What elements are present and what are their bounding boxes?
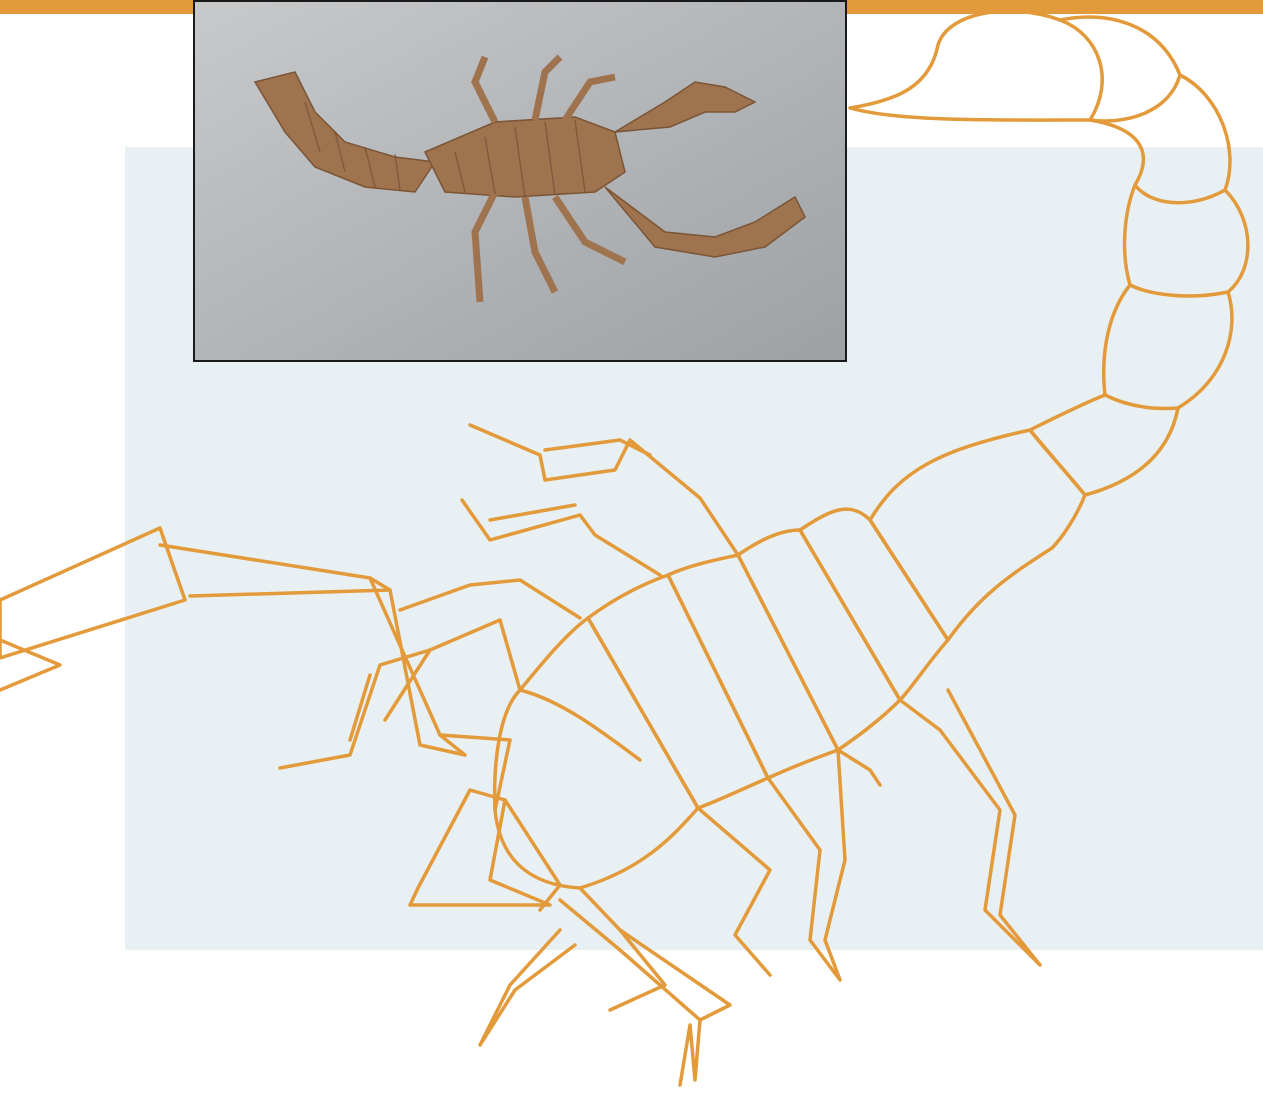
pincer-left-arm — [160, 545, 390, 596]
leg-right-1 — [768, 750, 845, 980]
leg-right-4 — [698, 808, 770, 975]
tail-segment-5 — [1030, 395, 1178, 495]
pincer-right-claw — [410, 790, 550, 905]
carapace — [495, 618, 698, 888]
leg-right-2 — [900, 690, 1040, 965]
leg-front-3 — [680, 1020, 700, 1085]
tail-segment-2 — [1090, 75, 1230, 203]
abdomen-segment-1 — [870, 430, 1085, 640]
pincer-right-arm — [505, 800, 560, 910]
abdomen-segment-3 — [738, 530, 900, 750]
leg-front-2 — [480, 930, 575, 1045]
leg-left-2 — [462, 500, 660, 575]
tail-segment-4 — [1104, 285, 1232, 408]
leg-left-3 — [400, 580, 580, 618]
leg-left-4 — [280, 650, 430, 768]
leg-left-2b — [490, 505, 575, 520]
abdomen-segment-2 — [800, 509, 948, 700]
tail-segment-1 — [1060, 17, 1180, 121]
pincer-left-claw — [0, 528, 185, 658]
carapace-ridge — [520, 690, 640, 760]
leg-front-1 — [560, 888, 730, 1020]
leg-right-3 — [838, 750, 880, 785]
scorpion-photo-image — [195, 2, 845, 360]
scorpion-photo — [193, 0, 847, 362]
tail-stinger — [850, 11, 1102, 120]
